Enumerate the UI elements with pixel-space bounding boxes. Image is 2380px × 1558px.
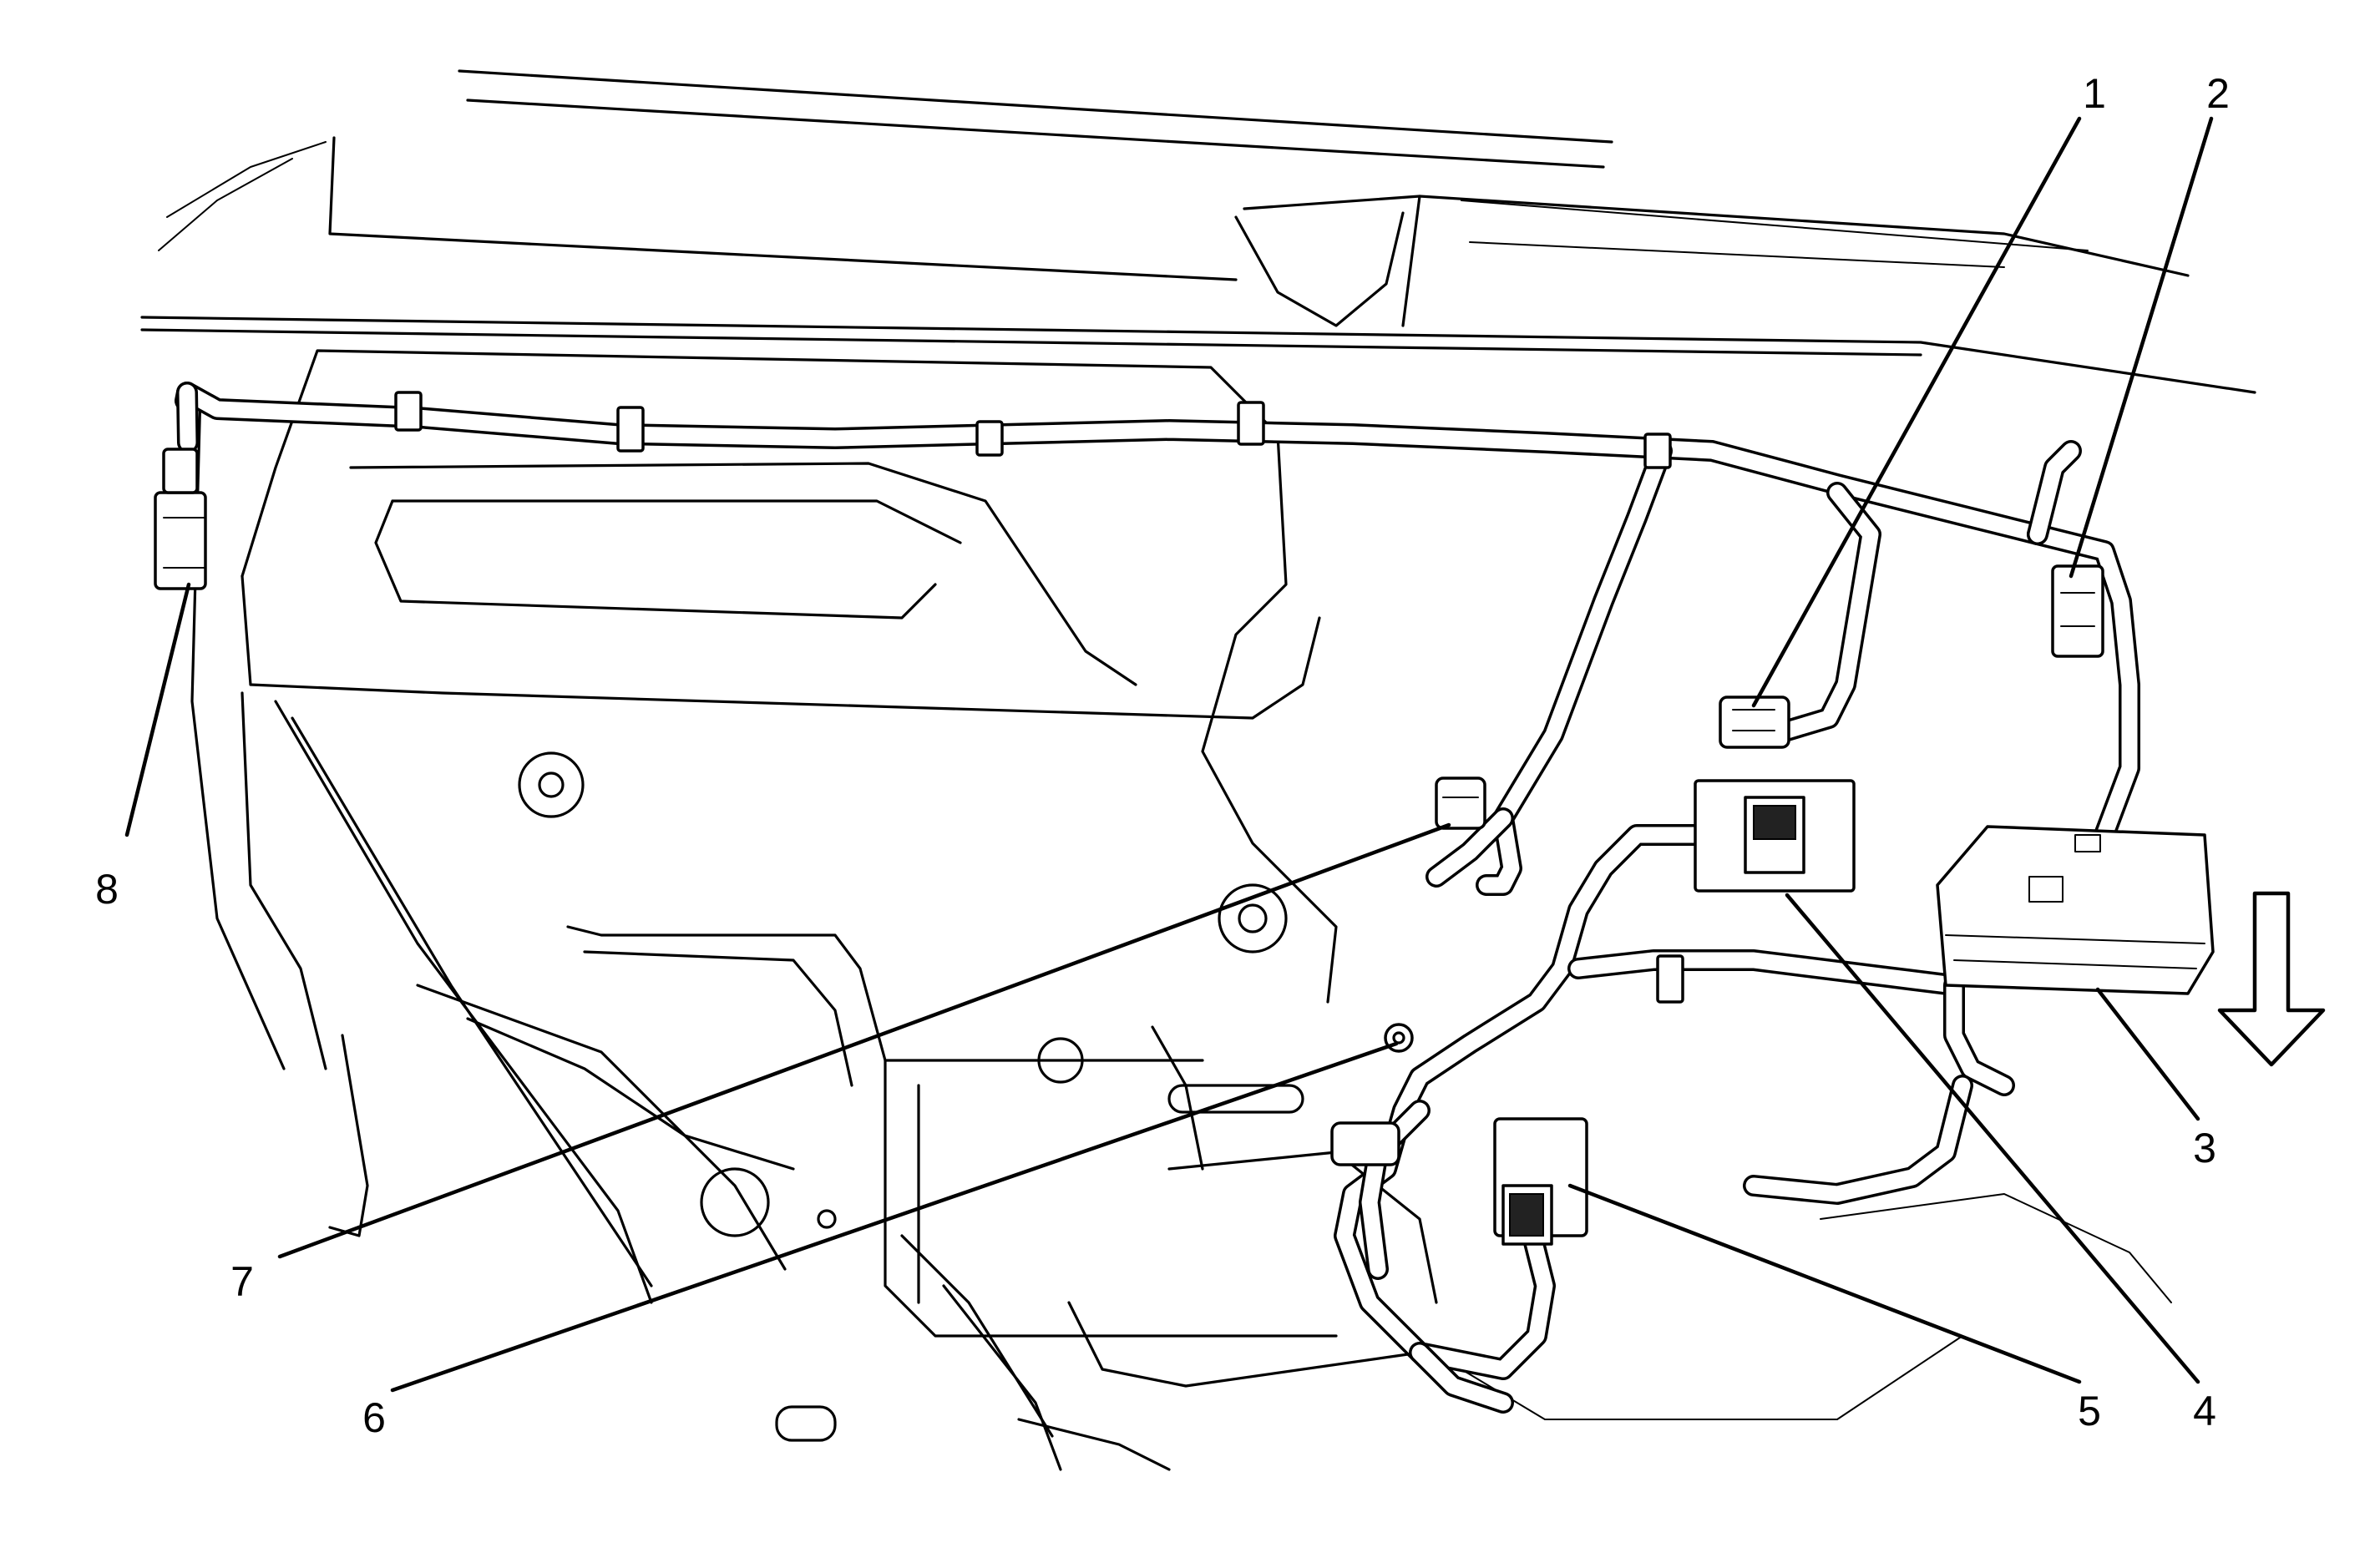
leader-3 <box>2095 987 2200 1121</box>
connector-1 <box>1719 696 1790 749</box>
callout-8: 8 <box>95 866 119 913</box>
callout-2: 2 <box>2206 70 2230 117</box>
leader-5 <box>1567 1183 2082 1384</box>
connector-4 <box>1694 779 1856 893</box>
bulkhead-panel <box>241 349 2172 1420</box>
connector-8 <box>154 448 207 590</box>
callout-4: 4 <box>2193 1388 2216 1434</box>
leader-lines <box>124 116 2214 1393</box>
leader-4 <box>1785 893 2200 1384</box>
callout-7: 7 <box>230 1258 254 1305</box>
cowl-panel <box>140 69 2256 394</box>
leader-1 <box>1751 116 2082 708</box>
leader-2 <box>2069 116 2214 579</box>
upper-harness <box>175 382 2140 896</box>
down-arrow-icon <box>2217 891 2326 1067</box>
callout-5: 5 <box>2078 1388 2101 1434</box>
lower-structure <box>775 1025 1204 1471</box>
leader-8 <box>124 582 191 837</box>
connector-3 <box>1936 825 2215 995</box>
callout-6: 6 <box>362 1394 386 1441</box>
callout-3: 3 <box>2193 1125 2216 1171</box>
harness-clips <box>394 391 1684 1004</box>
connector-5 <box>1493 1117 1588 1246</box>
leader-6 <box>390 1041 1399 1393</box>
left-pillar <box>190 391 837 1304</box>
connector-7 <box>1435 776 1486 830</box>
callout-1: 1 <box>2083 70 2106 117</box>
connector-2 <box>2051 564 2104 658</box>
lower-harness <box>1334 807 2015 1414</box>
leader-7 <box>277 822 1451 1259</box>
